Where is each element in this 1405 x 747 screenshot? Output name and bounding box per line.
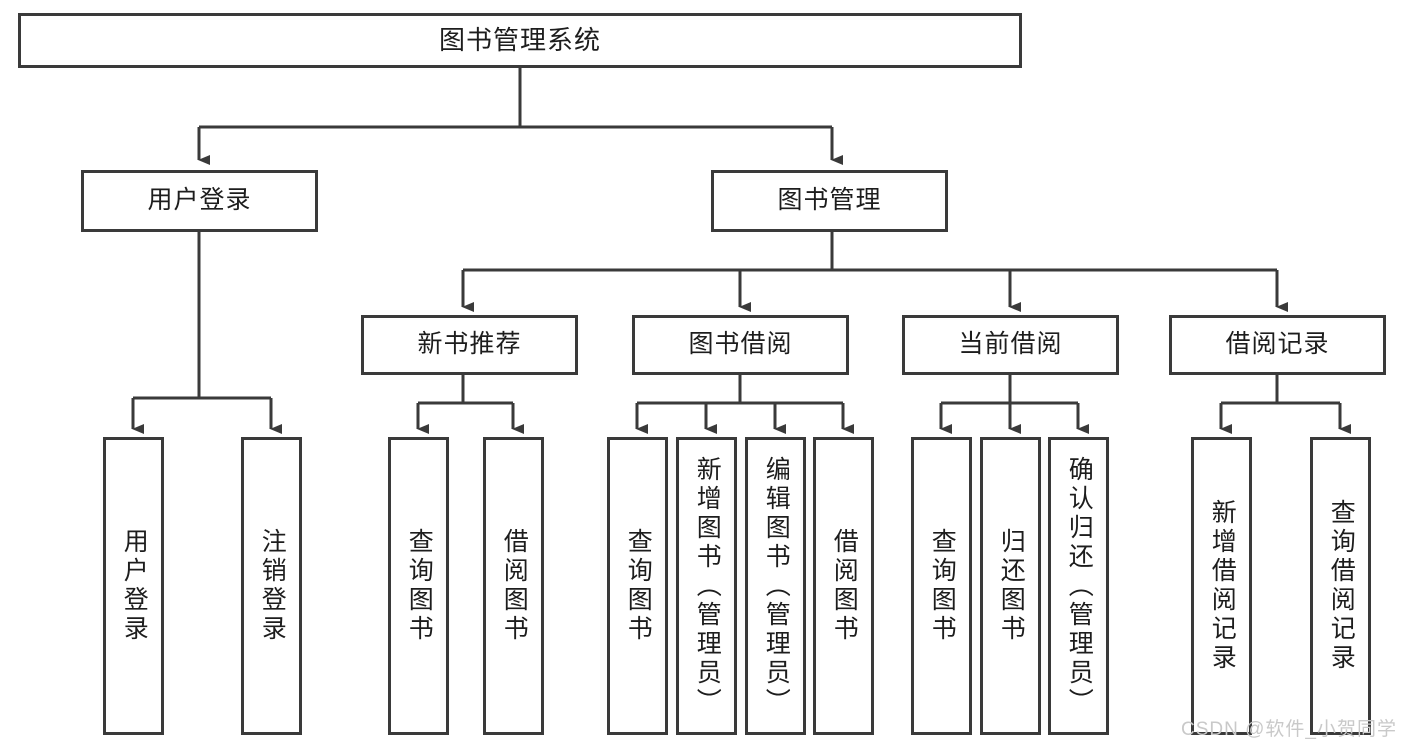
node-label: 确认归还（管理员）	[1065, 455, 1094, 717]
leaf-query-book-current[interactable]: 查询图书	[911, 437, 972, 735]
node-current-borrow[interactable]: 当前借阅	[902, 315, 1119, 375]
leaf-return-book[interactable]: 归还图书	[980, 437, 1041, 735]
leaf-add-book-admin[interactable]: 新增图书（管理员）	[676, 437, 737, 735]
node-label: 查询借阅记录	[1327, 499, 1356, 673]
node-label: 注销登录	[258, 528, 287, 644]
node-label: 新书推荐	[417, 330, 522, 359]
node-label: 借阅记录	[1225, 330, 1330, 359]
node-label: 图书借阅	[688, 330, 793, 359]
leaf-query-book-recommend[interactable]: 查询图书	[388, 437, 449, 735]
leaf-edit-book-admin[interactable]: 编辑图书（管理员）	[745, 437, 806, 735]
node-label: 借阅图书	[500, 528, 529, 644]
node-label: 用户登录	[120, 528, 149, 644]
leaf-borrow-book[interactable]: 借阅图书	[813, 437, 874, 735]
node-label: 查询图书	[928, 528, 957, 644]
node-label: 图书管理系统	[438, 25, 601, 56]
leaf-confirm-return-admin[interactable]: 确认归还（管理员）	[1048, 437, 1109, 735]
node-label: 新增图书（管理员）	[693, 455, 722, 717]
node-book-borrow[interactable]: 图书借阅	[632, 315, 849, 375]
leaf-query-book-borrow[interactable]: 查询图书	[607, 437, 668, 735]
leaf-logout[interactable]: 注销登录	[241, 437, 302, 735]
node-label: 用户登录	[147, 186, 252, 215]
node-label: 查询图书	[624, 528, 653, 644]
node-label: 图书管理	[777, 186, 882, 215]
node-user-login[interactable]: 用户登录	[81, 170, 318, 232]
node-label: 新增借阅记录	[1208, 499, 1237, 673]
node-label: 当前借阅	[958, 330, 1063, 359]
node-label: 查询图书	[405, 528, 434, 644]
leaf-user-login[interactable]: 用户登录	[103, 437, 164, 735]
node-new-book-recommend[interactable]: 新书推荐	[361, 315, 578, 375]
leaf-add-borrow-record[interactable]: 新增借阅记录	[1191, 437, 1252, 735]
node-root-system[interactable]: 图书管理系统	[18, 13, 1022, 68]
node-label: 归还图书	[997, 528, 1026, 644]
leaf-borrow-book-recommend[interactable]: 借阅图书	[483, 437, 544, 735]
node-label: 编辑图书（管理员）	[762, 455, 791, 717]
node-label: 借阅图书	[830, 528, 859, 644]
node-book-management[interactable]: 图书管理	[711, 170, 948, 232]
csdn-watermark: CSDN @软件_小贺同学	[1181, 719, 1397, 740]
leaf-query-borrow-record[interactable]: 查询借阅记录	[1310, 437, 1371, 735]
node-borrow-record[interactable]: 借阅记录	[1169, 315, 1386, 375]
